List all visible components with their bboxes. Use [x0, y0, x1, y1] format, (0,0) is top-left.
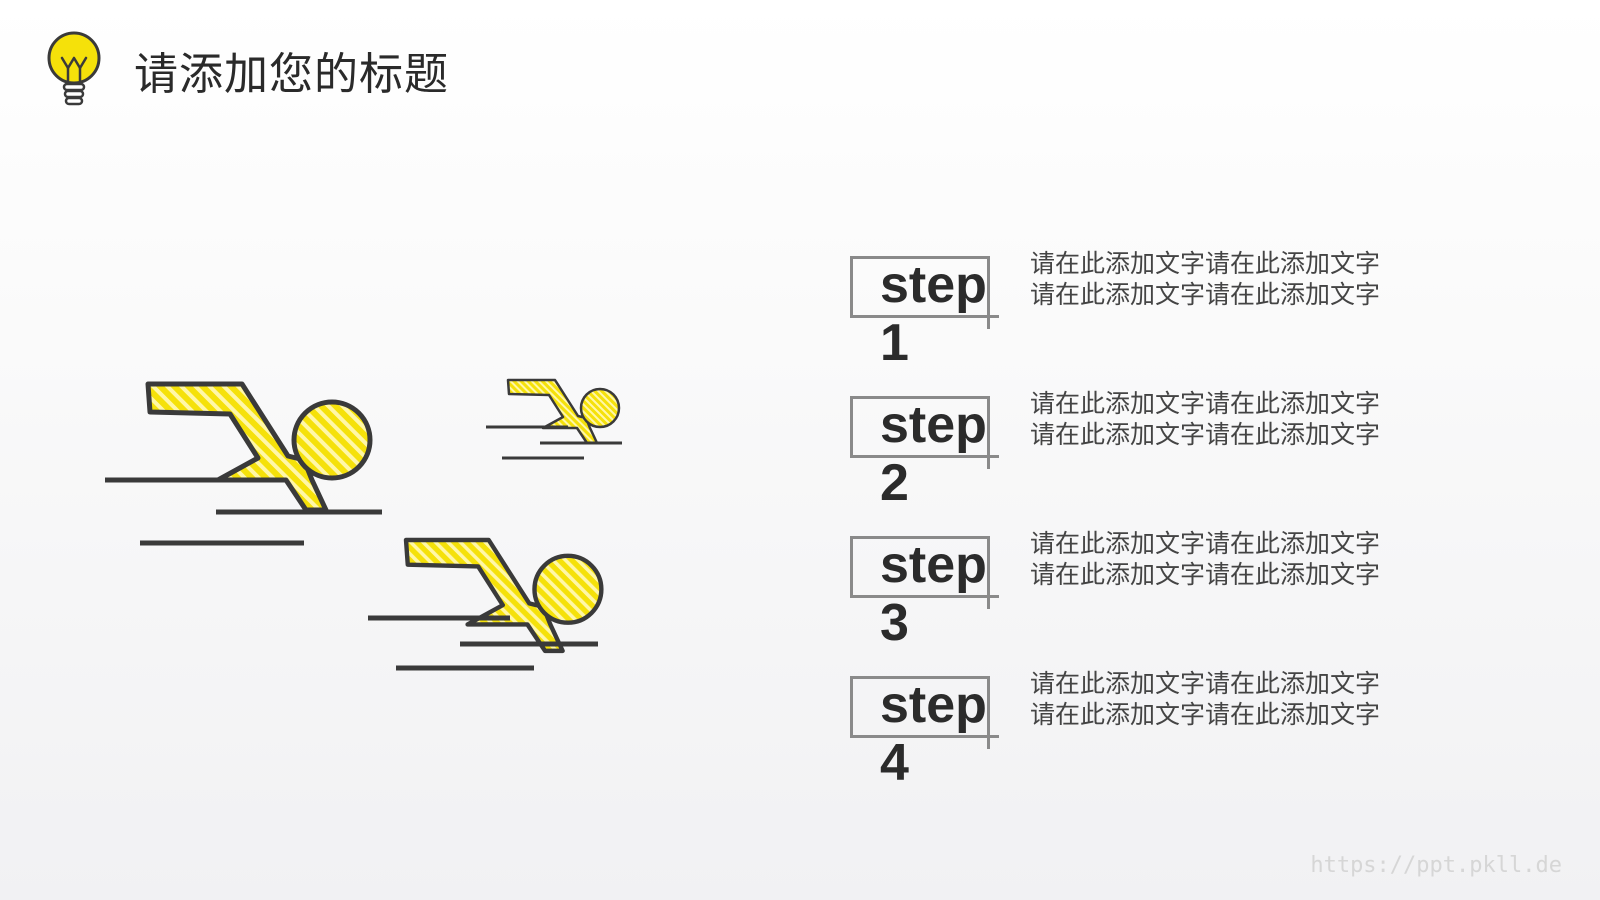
- step-word: step: [880, 396, 987, 454]
- steps-list: step 1 请在此添加文字请在此添加文字 请在此添加文字请在此添加文字 ste…: [850, 249, 1410, 814]
- step-description: 请在此添加文字请在此添加文字 请在此添加文字请在此添加文字: [1030, 529, 1381, 589]
- step-word: step: [880, 536, 987, 594]
- step-word: step: [880, 676, 987, 734]
- step-item: step 1 请在此添加文字请在此添加文字 请在此添加文字请在此添加文字: [850, 249, 1410, 394]
- step-description: 请在此添加文字请在此添加文字 请在此添加文字请在此添加文字: [1030, 669, 1381, 729]
- step-frame: [850, 536, 999, 609]
- watermark: https://ppt.pkll.de: [1310, 853, 1562, 878]
- page-title: 请添加您的标题: [134, 49, 449, 100]
- step-number: 4: [880, 734, 909, 792]
- swimmer-icon: [148, 384, 370, 510]
- step-item: step 4 请在此添加文字请在此添加文字 请在此添加文字请在此添加文字: [850, 669, 1410, 814]
- step-description: 请在此添加文字请在此添加文字 请在此添加文字请在此添加文字: [1030, 389, 1381, 449]
- step-frame: [850, 396, 999, 469]
- step-item: step 2 请在此添加文字请在此添加文字 请在此添加文字请在此添加文字: [850, 389, 1410, 534]
- lightbulb-icon: [47, 31, 101, 106]
- step-item: step 3 请在此添加文字请在此添加文字 请在此添加文字请在此添加文字: [850, 529, 1410, 674]
- step-frame: [850, 676, 999, 749]
- step-frame: [850, 256, 999, 329]
- step-number: 2: [880, 454, 909, 512]
- swimmers-illustration: [105, 378, 622, 671]
- step-number: 1: [880, 314, 909, 372]
- step-description: 请在此添加文字请在此添加文字 请在此添加文字请在此添加文字: [1030, 249, 1381, 309]
- step-word: step: [880, 256, 987, 314]
- swimmer-icon: [406, 540, 601, 651]
- step-number: 3: [880, 594, 909, 652]
- swimmer-icon: [506, 378, 621, 445]
